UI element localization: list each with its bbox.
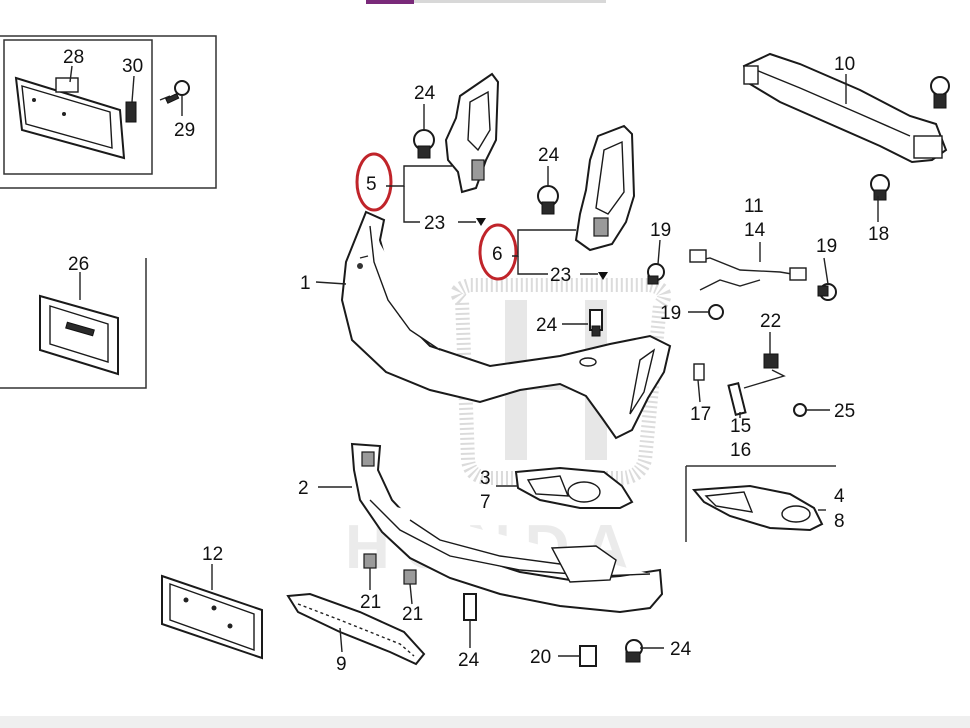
callout-29: 29 [174,120,195,141]
callout-10: 10 [834,54,855,75]
callout-22: 22 [760,311,781,332]
bottom-band [0,716,970,728]
callout-18: 18 [868,224,889,245]
bumper-bracket-right [537,124,636,252]
front-license-plate-base [161,574,263,660]
callout-1: 1 [300,273,311,294]
callout-labels: 24 5 23 24 6 23 1 10 18 11 14 19 19 19 2… [202,54,889,675]
callout-2: 2 [298,478,309,499]
fog-light-harness [689,249,807,320]
callout-4: 4 [834,486,845,507]
callout-8: 8 [834,511,845,532]
callout-19-b: 19 [816,236,837,257]
clip-23-right [598,272,608,280]
license-plate-bracket-group: 28 30 29 [0,35,217,189]
callout-11: 11 [744,196,764,217]
callout-24-e: 24 [670,639,692,660]
callout-20: 20 [530,647,551,668]
callout-23-b: 23 [550,265,571,286]
callout-24-b: 24 [538,145,560,166]
callout-25: 25 [834,401,855,422]
top-grey-bar [414,0,606,3]
fasteners [363,263,837,667]
fog-light-cover-left-inset [685,465,836,542]
callout-21-b: 21 [402,604,423,625]
callout-30: 30 [122,56,143,77]
callout-9: 9 [336,654,347,675]
clip-23-left [476,218,486,226]
callout-24-a: 24 [414,83,436,104]
fog-light-cover-right [514,466,634,509]
bumper-beam [742,52,950,201]
callout-16: 16 [730,440,751,461]
callout-12: 12 [202,544,223,565]
callout-5: 5 [366,174,377,195]
leader-lines [211,74,879,657]
lower-grille [286,592,426,666]
license-frame-group: 26 [0,254,147,389]
bumper-bracket-left [413,72,500,194]
callout-19-a: 19 [650,220,671,241]
callout-15: 15 [730,416,751,437]
front-bumper-face [340,210,672,440]
callout-21-a: 21 [360,592,381,613]
lower-bumper [350,442,664,614]
callout-17: 17 [690,404,711,425]
highlight-circle-6 [478,223,518,281]
callout-24-c: 24 [536,315,558,336]
callout-23-a: 23 [424,213,445,234]
callout-26: 26 [68,254,89,275]
callout-3: 3 [480,468,491,489]
callout-19-c: 19 [660,303,681,324]
callout-6: 6 [492,244,503,265]
highlight-circle-5 [355,152,393,212]
callout-24-d: 24 [458,650,480,671]
callout-14: 14 [744,220,766,241]
callout-28: 28 [63,47,84,68]
top-accent-bar [366,0,414,4]
callout-7: 7 [480,492,491,513]
